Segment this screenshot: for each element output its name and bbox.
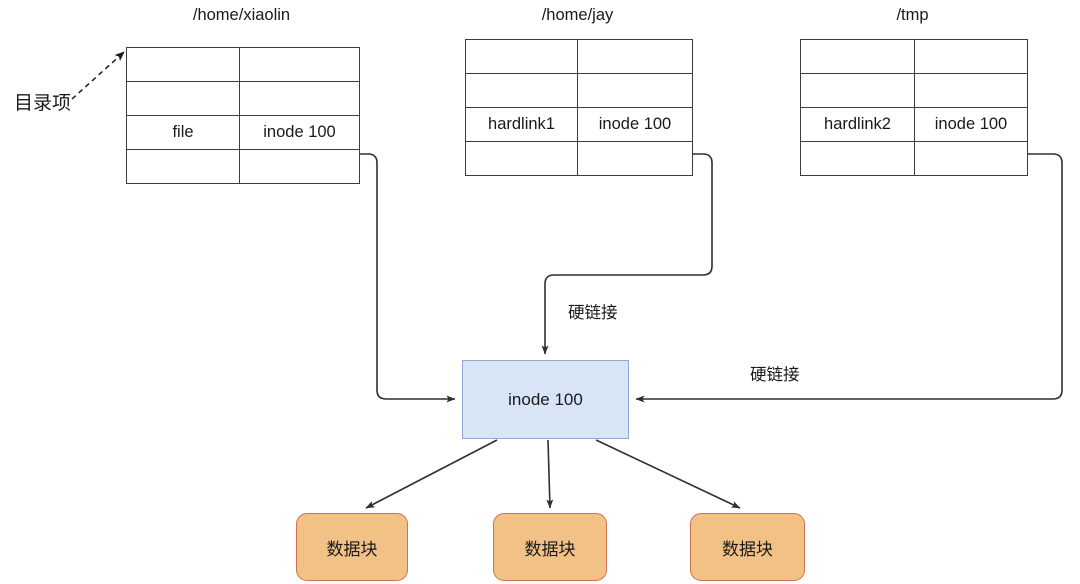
table-row-hardlink: hardlink1 inode 100 xyxy=(465,107,693,142)
dir-cell-inode-hardlink: inode 100 xyxy=(914,107,1028,142)
dir-cell-inode xyxy=(577,39,693,74)
dir-cell-inode xyxy=(239,81,360,116)
edge-jay-to-inode xyxy=(541,153,713,355)
table-row xyxy=(465,141,693,176)
table-title-home-xiaolin: /home/xiaolin xyxy=(192,6,291,24)
table-title-home-jay: /home/jay xyxy=(541,6,614,24)
dir-cell-name-file: file xyxy=(126,115,240,150)
dir-cell-name xyxy=(800,73,915,108)
dir-cell-inode xyxy=(914,73,1028,108)
dir-cell-name xyxy=(126,47,240,82)
directory-table-home-xiaolin: file inode 100 xyxy=(126,47,360,184)
table-row xyxy=(800,39,1028,74)
edge-label-hardlink-jay: 硬链接 xyxy=(568,304,618,322)
table-row xyxy=(465,39,693,74)
dir-cell-name-hardlink: hardlink1 xyxy=(465,107,578,142)
dir-cell-inode xyxy=(914,39,1028,74)
data-block-1: 数据块 xyxy=(296,513,408,581)
dir-cell-inode xyxy=(914,141,1028,176)
edge-inode-to-datablock-2 xyxy=(546,439,554,509)
dir-cell-name xyxy=(126,149,240,184)
dir-cell-name xyxy=(126,81,240,116)
table-row xyxy=(126,81,360,116)
dir-cell-inode xyxy=(239,149,360,184)
edge-tmp-to-inode xyxy=(635,153,1063,403)
data-block-2: 数据块 xyxy=(493,513,607,581)
edge-xiaolin-to-inode xyxy=(357,153,456,403)
dir-cell-inode xyxy=(577,73,693,108)
dir-cell-name xyxy=(800,39,915,74)
dir-cell-name xyxy=(465,73,578,108)
dir-cell-name xyxy=(465,39,578,74)
edge-inode-to-datablock-3 xyxy=(595,439,741,509)
dir-cell-inode xyxy=(239,47,360,82)
edge-inode-to-datablock-1 xyxy=(365,439,498,509)
table-row xyxy=(800,73,1028,108)
directory-table-home-jay: hardlink1 inode 100 xyxy=(465,39,693,176)
dir-cell-name xyxy=(465,141,578,176)
dir-cell-inode-file: inode 100 xyxy=(239,115,360,150)
dir-cell-inode xyxy=(577,141,693,176)
table-row xyxy=(126,47,360,82)
edge-directory-entry-pointer xyxy=(71,51,125,100)
table-row xyxy=(465,73,693,108)
directory-table-tmp: hardlink2 inode 100 xyxy=(800,39,1028,176)
edge-label-hardlink-tmp: 硬链接 xyxy=(750,366,800,384)
dir-cell-inode-hardlink: inode 100 xyxy=(577,107,693,142)
table-row-hardlink: hardlink2 inode 100 xyxy=(800,107,1028,142)
dir-cell-name xyxy=(800,141,915,176)
data-block-3: 数据块 xyxy=(690,513,805,581)
table-row xyxy=(800,141,1028,176)
directory-entry-label: 目录项 xyxy=(14,93,72,114)
table-row-file: file inode 100 xyxy=(126,115,360,150)
inode-node: inode 100 xyxy=(462,360,629,439)
table-row xyxy=(126,149,360,184)
dir-cell-name-hardlink: hardlink2 xyxy=(800,107,915,142)
table-title-tmp: /tmp xyxy=(896,6,929,24)
